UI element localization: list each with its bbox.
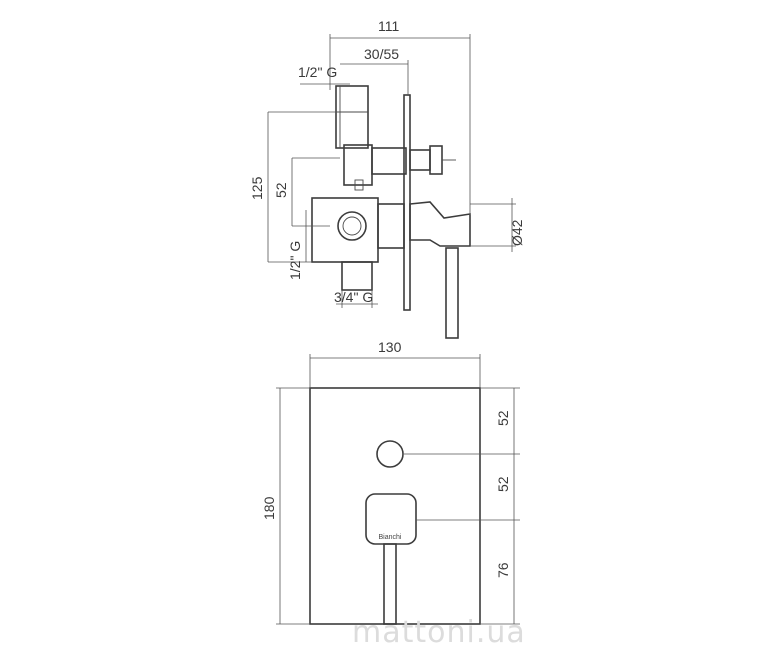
spindle-stem xyxy=(409,149,431,171)
dim-text-52-side: 52 xyxy=(273,182,289,198)
dim-text-side-inlet: 1/2" G xyxy=(287,241,303,280)
dim-text-111: 111 xyxy=(378,18,399,34)
dim-text-bottom-outlet: 3/4" G xyxy=(334,289,373,305)
body-upper xyxy=(343,144,373,186)
bottom-outlet xyxy=(341,261,373,291)
dim-text-bottom-segment: 76 xyxy=(495,562,511,578)
dim-text-diameter: Ø42 xyxy=(509,219,525,246)
wall-plate-side xyxy=(403,94,411,311)
dim-text-125: 125 xyxy=(249,176,265,200)
front-view: Bianchi 130 180 52 52 76 xyxy=(261,339,520,625)
dim-text-180: 180 xyxy=(261,496,277,520)
mixer-lever-front xyxy=(383,543,397,625)
brand-label: Bianchi xyxy=(379,534,402,541)
wall-plate-front xyxy=(309,387,481,625)
dim-text-130: 130 xyxy=(378,339,402,355)
side-view: 111 30/55 1/2" G 125 52 1/2" G 3/4" G Ø4… xyxy=(249,18,525,339)
dim-text-top-inlet: 1/2" G xyxy=(298,64,337,80)
dim-text-30-55: 30/55 xyxy=(364,46,399,62)
dim-text-middle-segment: 52 xyxy=(495,476,511,492)
body-marker xyxy=(354,179,364,191)
handle-base xyxy=(409,201,471,247)
spindle-knob xyxy=(429,145,443,175)
main-body xyxy=(311,197,379,263)
diverter-knob xyxy=(376,440,404,468)
spindle-housing xyxy=(371,147,407,175)
handle-lever xyxy=(445,247,459,339)
watermark: mattoni.ua xyxy=(352,615,526,650)
top-cartridge-column xyxy=(335,85,369,149)
inlet-circle-inner xyxy=(342,216,362,236)
body-connector xyxy=(377,203,405,249)
dim-text-top-segment: 52 xyxy=(495,410,511,426)
inlet-circle xyxy=(337,211,367,241)
